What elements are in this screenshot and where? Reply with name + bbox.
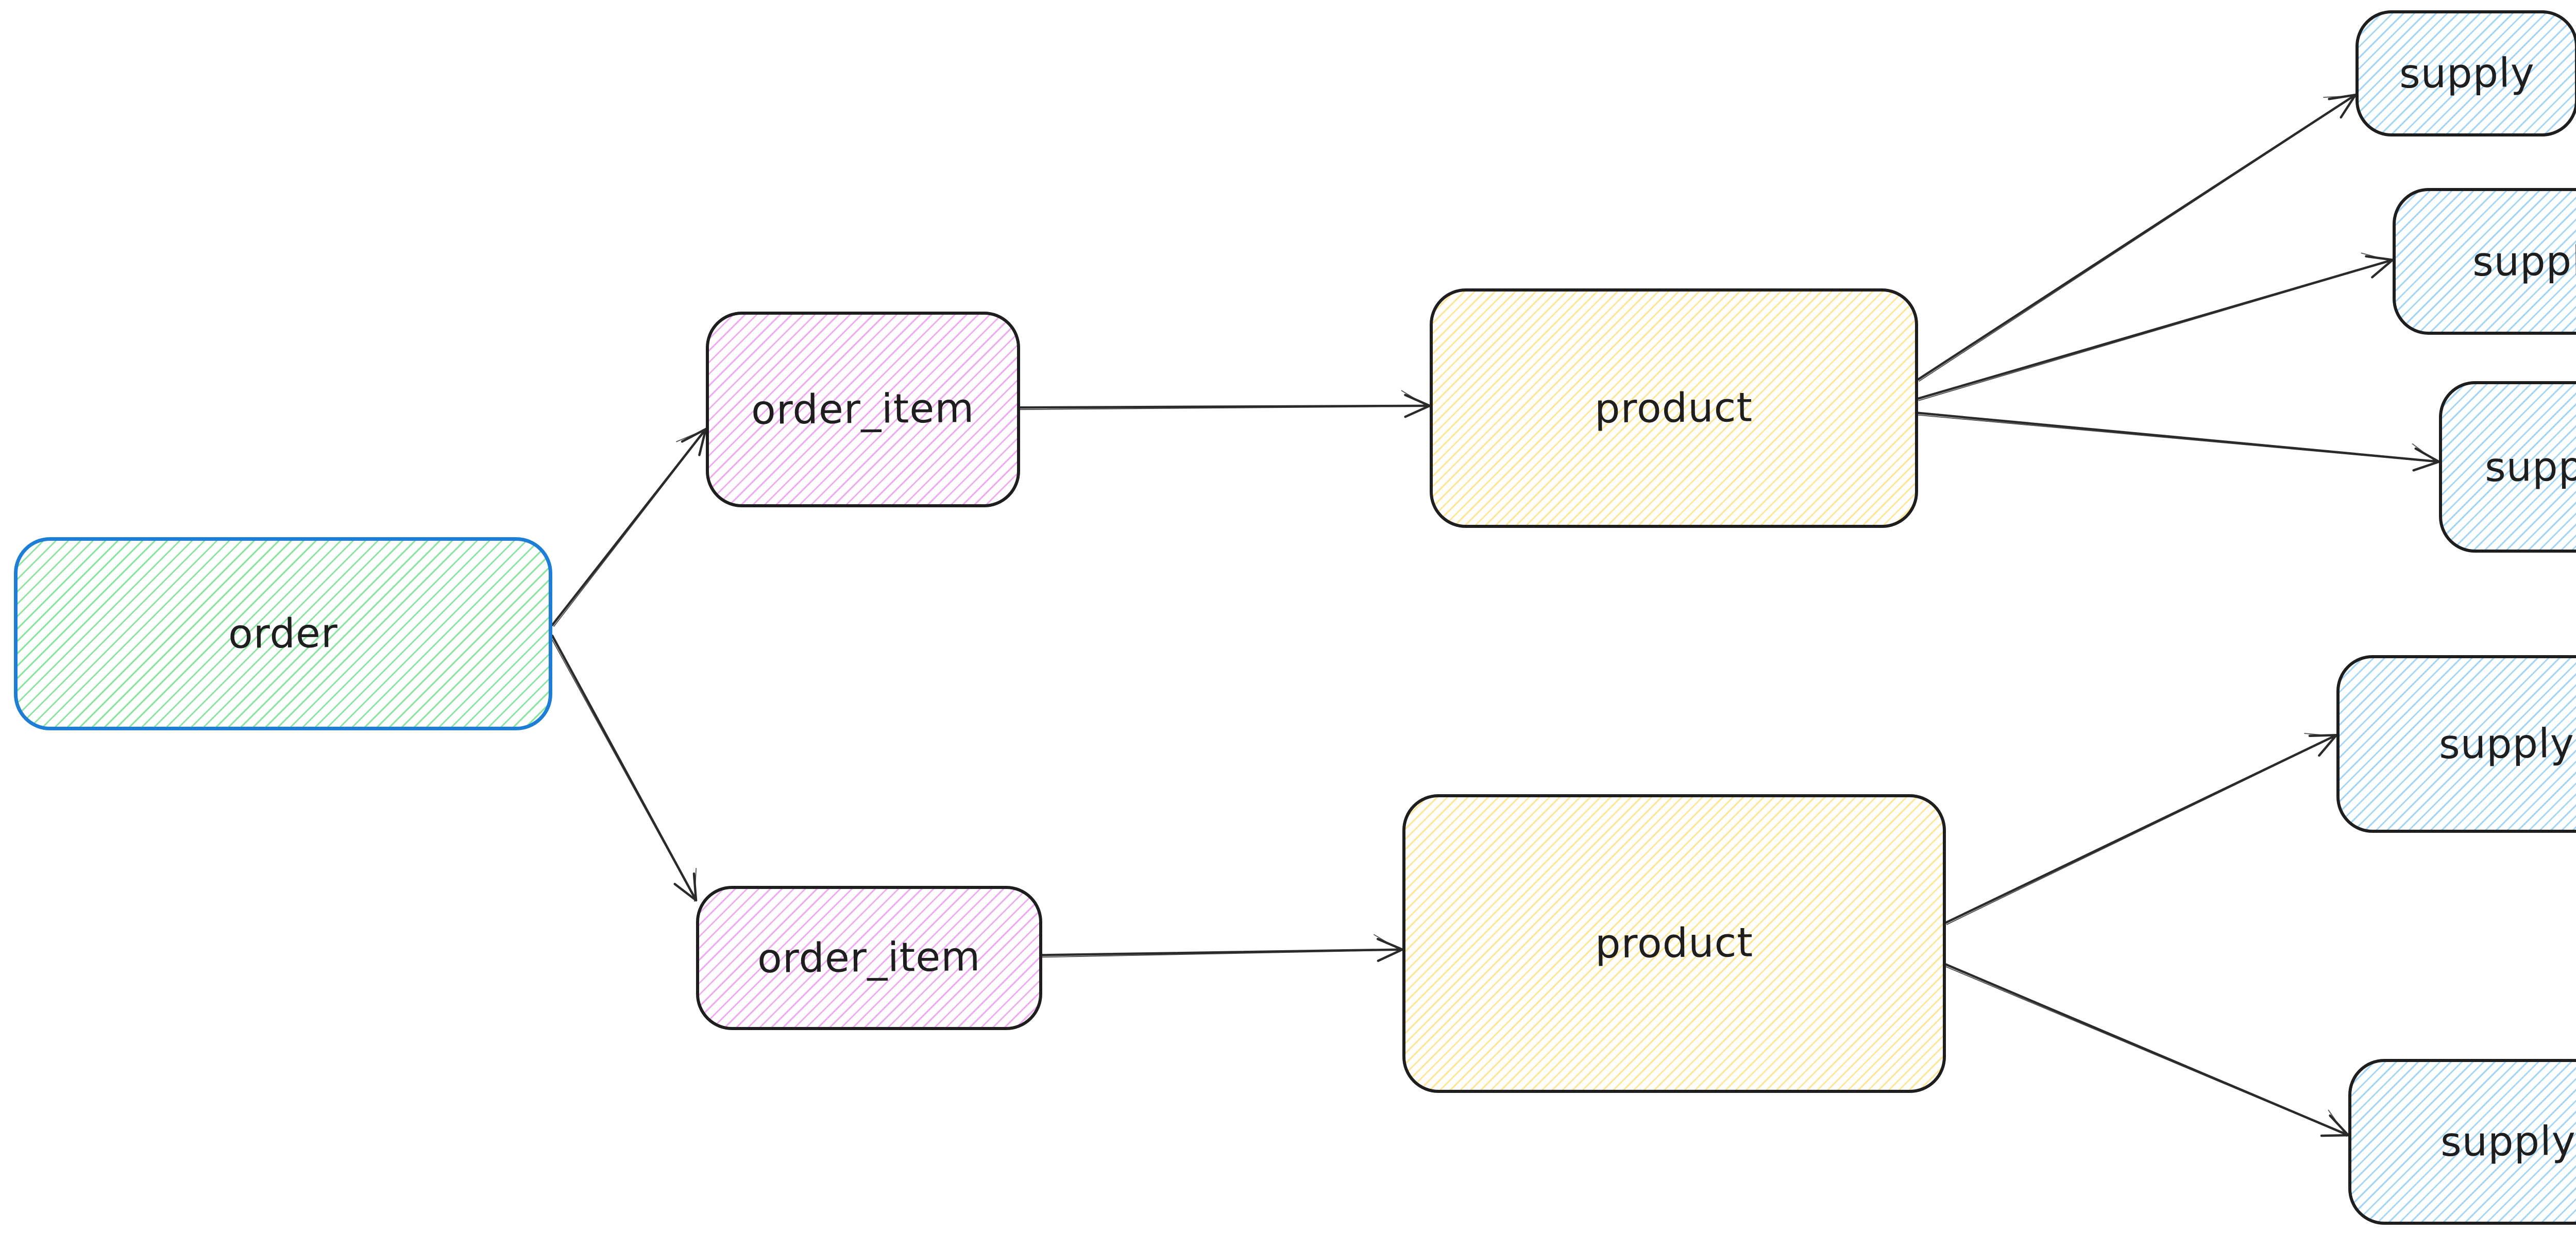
node-product-top-label: product <box>1595 384 1753 432</box>
node-product-top[interactable]: product <box>1430 288 1918 528</box>
arrow-product_bottom-to-supply_4[interactable] <box>1944 733 2338 925</box>
node-product-bottom[interactable]: product <box>1402 794 1946 1093</box>
arrow-order-to-order_item_top[interactable] <box>551 427 707 627</box>
arrow-product_top-to-supply_1[interactable] <box>1917 93 2357 382</box>
node-order-item-top-label: order_item <box>751 385 975 434</box>
node-supply-4-label: supply <box>2438 720 2574 768</box>
node-supply-5[interactable]: supply <box>2348 1059 2576 1225</box>
node-order-item-top[interactable]: order_item <box>706 312 1020 507</box>
node-supply-1-label: supply <box>2399 49 2535 97</box>
arrow-order-to-order_item_bottom[interactable] <box>550 635 698 902</box>
node-order-item-bottom[interactable]: order_item <box>696 886 1042 1030</box>
node-supply-2[interactable]: supply <box>2393 188 2576 335</box>
node-product-bottom-label: product <box>1595 919 1754 968</box>
node-supply-1[interactable]: supply <box>2355 10 2576 136</box>
arrow-product_bottom-to-supply_5[interactable] <box>1944 963 2350 1137</box>
node-supply-5-label: supply <box>2440 1118 2576 1166</box>
node-supply-4[interactable]: supply <box>2336 655 2576 833</box>
arrow-order_item_bottom-to-product_bottom[interactable] <box>1041 934 1404 962</box>
arrow-product_top-to-supply_2[interactable] <box>1917 252 2394 401</box>
arrow-order_item_top-to-product_top[interactable] <box>1019 390 1431 418</box>
node-order-item-bottom-label: order_item <box>757 934 981 982</box>
node-order[interactable]: order <box>14 537 552 730</box>
node-supply-3[interactable]: supply <box>2439 381 2576 553</box>
node-supply-2-label: supply <box>2472 237 2576 285</box>
node-order-label: order <box>228 610 338 658</box>
arrow-product_top-to-supply_3[interactable] <box>1917 412 2441 472</box>
node-supply-3-label: supply <box>2484 443 2576 491</box>
